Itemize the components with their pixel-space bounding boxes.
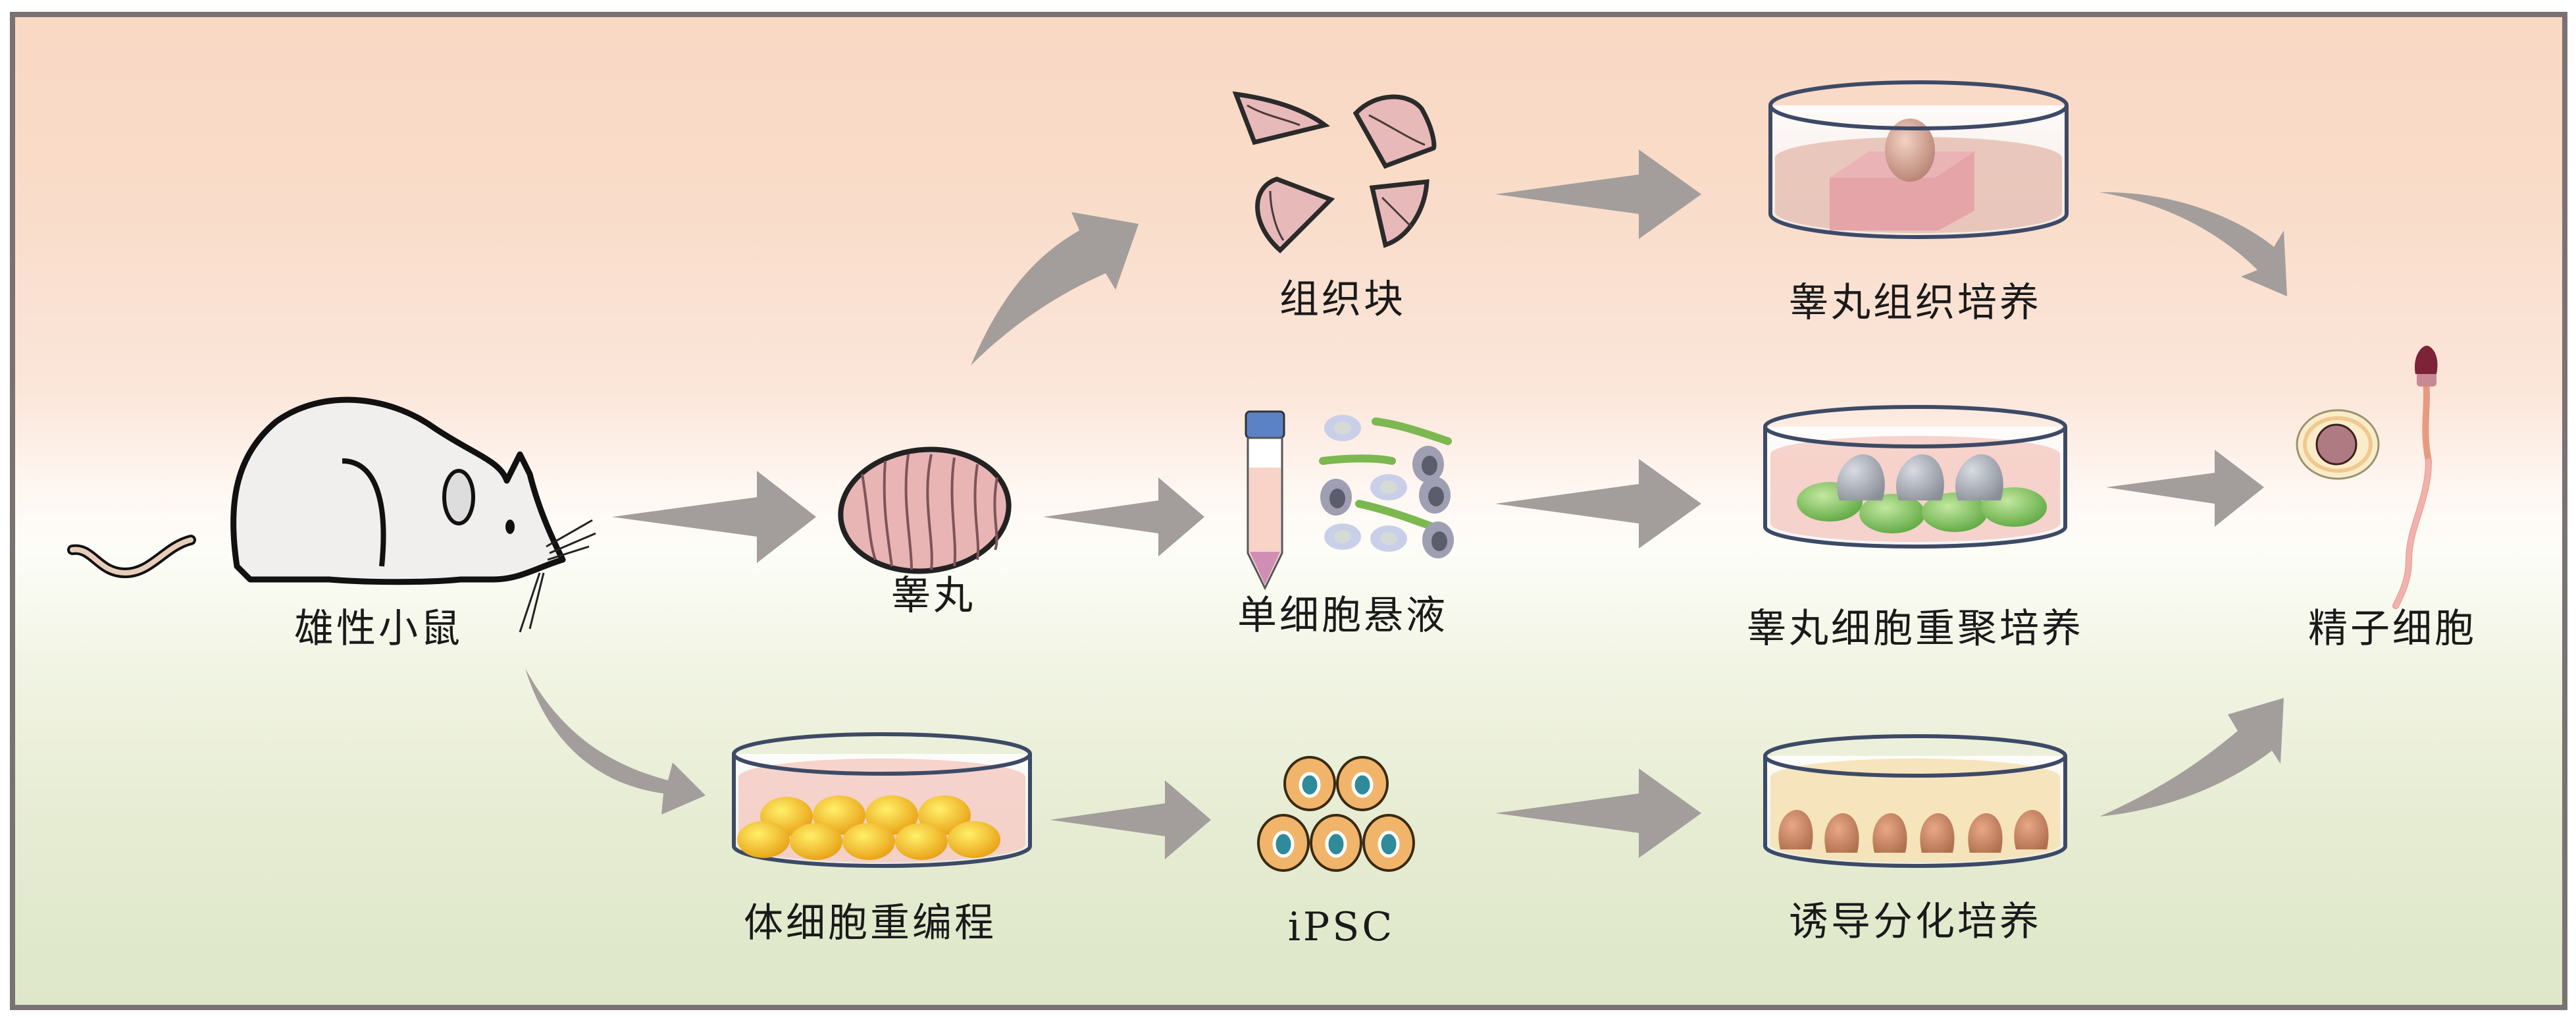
arrow-mouse-to-testis xyxy=(612,471,816,563)
label-testis-tissue-culture: 睾丸组织培养 xyxy=(1789,280,2042,326)
culture-dish-tissue-icon xyxy=(1768,80,2069,239)
arrow-pieces-to-tissue-culture xyxy=(1495,149,1701,239)
culture-dish-reprogramming-icon xyxy=(732,732,1032,868)
culture-dish-reaggregation-icon xyxy=(1763,405,2067,549)
label-tissue-pieces: 组织块 xyxy=(1279,277,1406,323)
arrow-suspension-to-reaggregation xyxy=(1495,459,1701,549)
arrow-mouse-to-reprogramming xyxy=(525,668,706,815)
label-mouse: 雄性小鼠 xyxy=(294,606,463,652)
label-single-cell-suspension: 单细胞悬液 xyxy=(1237,593,1448,639)
arrows xyxy=(525,149,2287,859)
tube-and-cells-icon xyxy=(1245,410,1454,591)
arrow-testis-to-tissue-pieces xyxy=(971,212,1139,365)
arrow-differentiation-to-sperm xyxy=(2099,698,2284,817)
arrow-testis-to-suspension xyxy=(1043,477,1204,556)
ipsc-cells-icon xyxy=(1257,756,1415,872)
label-ipsc: iPSC xyxy=(1287,904,1395,950)
tissue-pieces-icon xyxy=(1232,91,1437,254)
suspension-cells xyxy=(1319,415,1454,558)
culture-dish-differentiation-icon xyxy=(1763,734,2067,868)
label-induced-differentiation: 诱导分化培养 xyxy=(1789,899,2042,945)
arrow-ipsc-to-differentiation xyxy=(1495,768,1701,858)
label-testis: 睾丸 xyxy=(891,573,975,619)
arrow-reaggregation-to-sperm xyxy=(2106,450,2264,527)
sperm-and-round-cell-icon xyxy=(2296,346,2438,609)
arrow-tissue-culture-to-sperm xyxy=(2099,192,2287,296)
arrow-reprogramming-to-ipsc xyxy=(1050,780,1211,859)
label-somatic-reprogramming: 体细胞重编程 xyxy=(744,900,996,946)
mouse-icon xyxy=(67,396,596,633)
label-sperm-cells: 精子细胞 xyxy=(2308,606,2477,652)
label-testis-cell-reaggregation: 睾丸细胞重聚培养 xyxy=(1747,606,2084,652)
testis-icon xyxy=(838,446,1012,574)
